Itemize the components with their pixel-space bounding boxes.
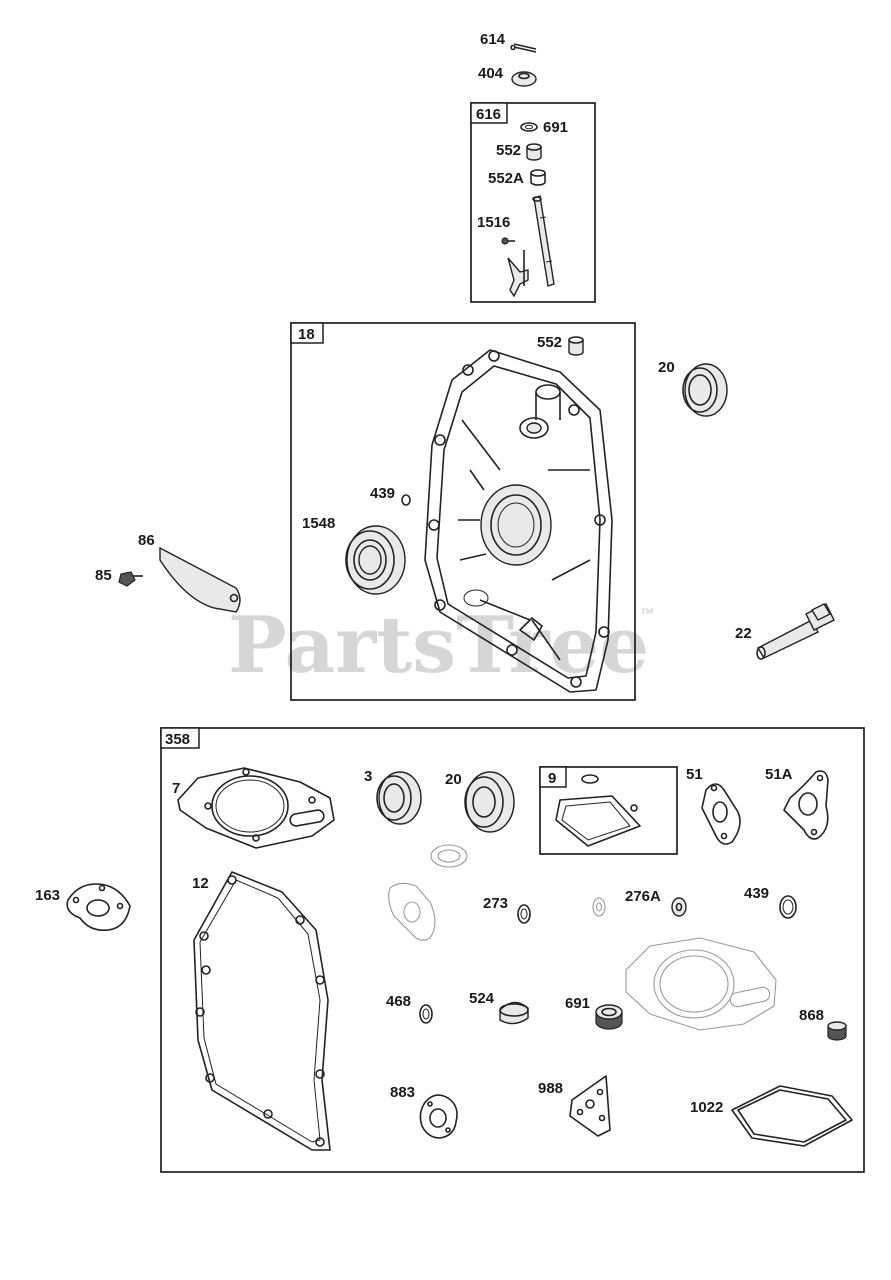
label-439-cover[interactable]: 439 (370, 485, 395, 502)
bushing-552A[interactable] (530, 169, 546, 186)
watermark-text: PartsTree (228, 600, 649, 691)
label-163[interactable]: 163 (35, 887, 60, 904)
label-691-top[interactable]: 691 (543, 119, 568, 136)
gasket-51A[interactable] (783, 770, 829, 840)
crankcase-cover-18[interactable] (424, 349, 613, 693)
label-614[interactable]: 614 (480, 31, 506, 48)
group-18-box: 18 (290, 322, 636, 701)
plate-988[interactable] (569, 1075, 611, 1137)
watermark-trademark: ™ (640, 605, 654, 621)
o-ring-9[interactable] (581, 774, 599, 784)
gasket-51[interactable] (701, 783, 741, 845)
label-85[interactable]: 85 (95, 567, 112, 584)
label-86[interactable]: 86 (138, 532, 155, 549)
bushing-552-top[interactable] (526, 143, 542, 161)
label-273[interactable]: 273 (483, 895, 508, 912)
label-868[interactable]: 868 (799, 1007, 824, 1024)
label-12[interactable]: 12 (192, 875, 209, 892)
gasket-frame-9[interactable] (555, 795, 641, 847)
cotter-pin-614[interactable] (510, 43, 537, 53)
label-20-top[interactable]: 20 (658, 359, 675, 376)
group-18-label[interactable]: 18 (298, 326, 315, 343)
label-51[interactable]: 51 (686, 766, 703, 783)
crankcase-gasket-12[interactable] (193, 871, 331, 1151)
label-276A[interactable]: 276A (625, 888, 661, 905)
label-552A[interactable]: 552A (488, 170, 524, 187)
gasket-163[interactable] (66, 883, 131, 932)
washer-691-top[interactable] (520, 122, 538, 132)
bolt-22[interactable] (756, 603, 835, 660)
group-616-box: 616 (470, 102, 596, 303)
governor-shaft[interactable] (532, 195, 555, 287)
label-552-cover[interactable]: 552 (537, 334, 562, 351)
governor-lever[interactable] (507, 250, 529, 298)
label-3[interactable]: 3 (364, 768, 372, 785)
label-20-kit[interactable]: 20 (445, 771, 462, 788)
gasket-faint-intake (388, 882, 436, 941)
oil-seal-20-kit[interactable] (464, 771, 515, 833)
head-gasket-7[interactable] (177, 767, 335, 849)
oil-seal-3[interactable] (376, 771, 422, 825)
washer-276A[interactable] (671, 897, 687, 917)
valve-seal-868[interactable] (827, 1021, 847, 1041)
group-9-box: 9 (539, 766, 678, 855)
label-883[interactable]: 883 (390, 1084, 415, 1101)
seal-ring-1022[interactable] (731, 1085, 853, 1147)
head-gasket-faint (625, 937, 777, 1031)
label-691-kit[interactable]: 691 (565, 995, 590, 1012)
o-ring-439-cover[interactable] (401, 494, 411, 506)
label-1516[interactable]: 1516 (477, 214, 510, 231)
washer-468[interactable] (419, 1004, 433, 1024)
seal-691-kit[interactable] (595, 1004, 623, 1030)
label-1548[interactable]: 1548 (302, 515, 335, 532)
label-51A[interactable]: 51A (765, 766, 793, 783)
group-9-label[interactable]: 9 (548, 770, 556, 787)
group-358-box: 358 (160, 727, 865, 1173)
gasket-883[interactable] (419, 1094, 458, 1139)
label-552-top[interactable]: 552 (496, 142, 521, 159)
cover-plate-86[interactable] (159, 546, 241, 613)
group-358-label[interactable]: 358 (165, 731, 190, 748)
bushing-552-cover[interactable] (568, 336, 584, 356)
label-1022[interactable]: 1022 (690, 1099, 723, 1116)
label-439-kit[interactable]: 439 (744, 885, 769, 902)
bearing-1548[interactable] (345, 525, 406, 595)
washer-273[interactable] (517, 904, 531, 924)
washer-404[interactable] (511, 71, 537, 87)
screw-1516[interactable] (501, 237, 515, 245)
lock-washer-faint (592, 897, 606, 917)
label-524[interactable]: 524 (469, 990, 495, 1007)
label-468[interactable]: 468 (386, 993, 411, 1010)
o-ring-439-kit[interactable] (779, 895, 797, 919)
washer-faint (430, 844, 468, 868)
oil-seal-20-top[interactable] (682, 363, 728, 417)
plug-524[interactable] (499, 1001, 529, 1025)
bolt-85[interactable] (118, 571, 143, 587)
label-7[interactable]: 7 (172, 780, 180, 797)
label-22[interactable]: 22 (735, 625, 752, 642)
group-616-label[interactable]: 616 (476, 106, 501, 123)
label-988[interactable]: 988 (538, 1080, 563, 1097)
label-404[interactable]: 404 (478, 65, 504, 82)
